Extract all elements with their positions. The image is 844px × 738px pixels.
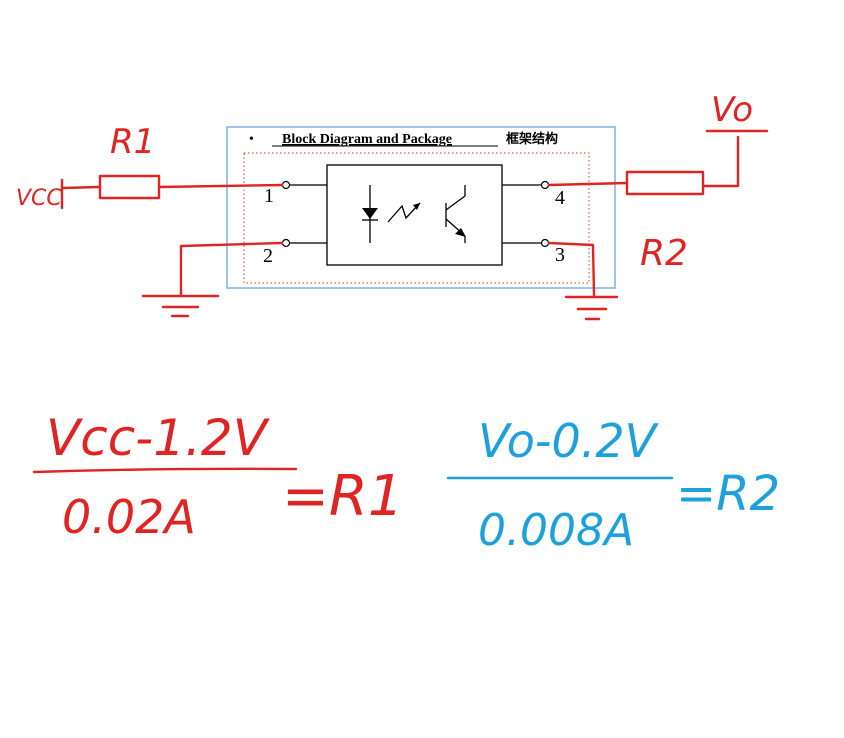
formula1-denominator: 0.02A (62, 490, 196, 544)
formula2-numerator: Vo-0.2V (478, 414, 660, 468)
pin3-label: 3 (555, 244, 565, 266)
heading-bullet: • (249, 132, 254, 147)
formula-r2: Vo-0.2V 0.008A =R2 (446, 414, 780, 556)
datasheet-panel: • Block Diagram and Package 框架结构 1 2 4 3 (226, 126, 616, 289)
vo-label: Vo (711, 90, 753, 130)
vcc-label: VCC (16, 186, 62, 211)
formula1-result: =R1 (282, 464, 403, 529)
block-diagram-heading-zh: 框架结构 (506, 131, 558, 147)
r2-label: R2 (640, 233, 688, 274)
formula2-denominator: 0.008A (478, 505, 634, 556)
r1-resistor: R1 (98, 122, 284, 200)
block-diagram-heading: Block Diagram and Package (282, 132, 452, 147)
ground-left (141, 241, 284, 318)
light-arrow-icon (387, 202, 421, 223)
led-icon (362, 185, 378, 243)
formula1-numerator: Vcc-1.2V (46, 409, 271, 467)
r2-resistor: R2 (547, 135, 740, 274)
pin4-label: 4 (555, 187, 565, 209)
optocoupler-body (326, 164, 503, 266)
r1-label: R1 (110, 122, 155, 162)
phototransistor-icon (445, 185, 466, 243)
formula-r1: Vcc-1.2V 0.02A =R1 (32, 409, 403, 544)
ground-right (547, 241, 619, 321)
pin2-label: 2 (263, 245, 273, 267)
formula2-result: =R2 (676, 466, 780, 522)
pin4-terminal (540, 180, 550, 190)
pin2-terminal (281, 238, 291, 248)
panel-border (226, 126, 616, 289)
pin1-terminal (281, 180, 291, 190)
package-outline (243, 152, 590, 284)
vcc-input-wire: VCC (16, 178, 102, 211)
pin1-label: 1 (264, 185, 274, 207)
pin3-terminal (540, 238, 550, 248)
vo-output: Vo (705, 90, 769, 133)
